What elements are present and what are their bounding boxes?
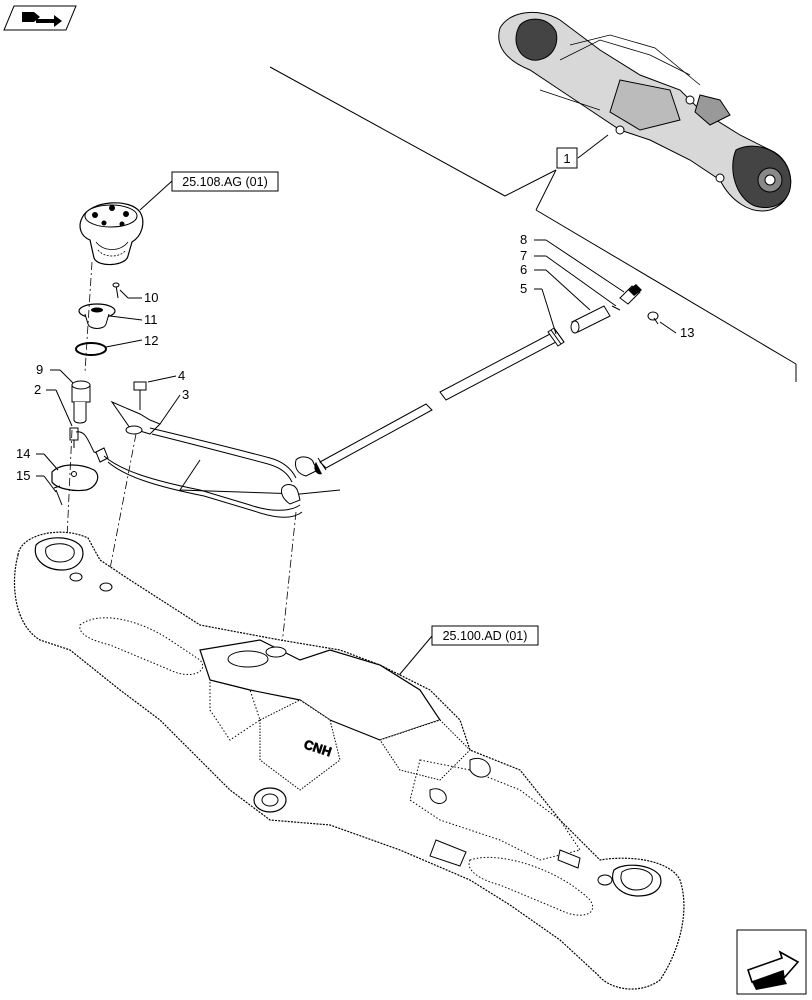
ref-steering-cylinder-text: 25.108.AG (01) xyxy=(182,175,267,189)
connector-8 xyxy=(534,239,642,305)
sensor-2 xyxy=(46,389,109,463)
plate-14 xyxy=(36,453,99,492)
rod-5 xyxy=(314,288,565,475)
callout-6: 6 xyxy=(520,262,527,277)
callout-13: 13 xyxy=(680,325,694,340)
callout-3: 3 xyxy=(182,387,189,402)
callout-11: 11 xyxy=(144,312,158,327)
next-page-arrow-icon[interactable] xyxy=(736,929,807,995)
callout-10: 10 xyxy=(144,290,158,305)
screw-15 xyxy=(36,475,63,506)
bolt-4 xyxy=(133,375,177,410)
axle-housing xyxy=(13,531,685,990)
callout-1: 1 xyxy=(563,151,570,166)
ref-steering-cylinder[interactable]: 25.108.AG (01) xyxy=(139,171,279,211)
callout-1-box: 1 xyxy=(556,147,578,169)
view-direction-icon[interactable] xyxy=(3,5,77,31)
callout-2: 2 xyxy=(34,382,41,397)
axle-overview-illustration xyxy=(498,11,792,212)
callout-8: 8 xyxy=(520,232,527,247)
screw-10 xyxy=(112,282,142,299)
callout-9: 9 xyxy=(36,362,43,377)
callout-7: 7 xyxy=(520,248,527,263)
plug-13 xyxy=(647,311,677,334)
callout-12: 12 xyxy=(144,333,158,348)
callout-numbers: 8 7 6 5 10 11 12 13 9 4 2 3 14 15 xyxy=(16,232,694,483)
callout-14: 14 xyxy=(16,446,30,461)
callout-4: 4 xyxy=(178,368,185,383)
overview-leader-lines xyxy=(269,66,797,382)
ref-axle-housing-text: 25.100.AD (01) xyxy=(443,629,528,643)
callout-15: 15 xyxy=(16,468,30,483)
o-ring-12 xyxy=(75,339,143,356)
cable-harness xyxy=(103,427,341,518)
steering-cylinder-flange xyxy=(79,202,144,266)
sensor-9 xyxy=(50,369,91,424)
tip-7 xyxy=(534,255,621,311)
ref-axle-housing[interactable]: 25.100.AD (01) xyxy=(394,625,539,681)
seal-11 xyxy=(78,303,143,329)
callout-5: 5 xyxy=(520,281,527,296)
sleeve-6 xyxy=(534,269,611,334)
bracket-3 xyxy=(110,394,181,435)
